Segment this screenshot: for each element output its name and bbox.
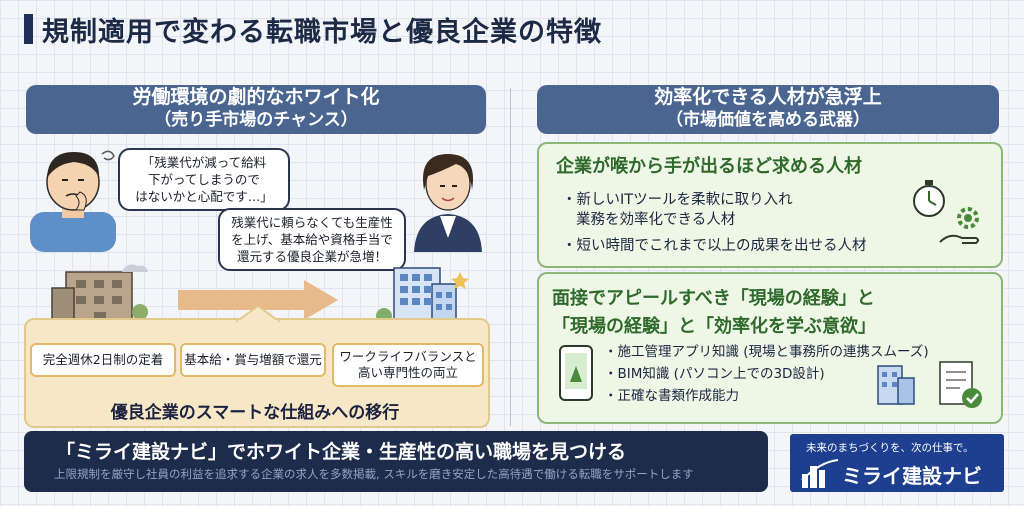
gear-hand-icon xyxy=(939,207,979,244)
interview-appeal-bullet: ・正確な書類作成能力 xyxy=(604,388,739,404)
brand-name: ミライ建設ナビ xyxy=(842,464,982,488)
advisor-woman-illustration xyxy=(414,154,482,252)
advisor-bubble-line: を上げ、基本給や資格手当で xyxy=(231,232,393,247)
sought-talent-bullet: ・新しいITツールを柔軟に取り入れ xyxy=(562,192,793,208)
interview-appeal-bullet: ・BIM知識 (パソコン上での3D設計) xyxy=(604,366,825,382)
brand-tagline: 未来のまちづくりを、次の仕事で。 xyxy=(806,442,974,454)
right-header-title: 効率化できる人材が急浮上 xyxy=(654,86,882,108)
pillar-weekends-off: 完全週休2日制の定着 xyxy=(30,343,176,377)
transition-arrow xyxy=(178,280,338,320)
left-header-title: 労働環境の劇的なホワイト化 xyxy=(132,86,380,108)
right-header-subtitle: （市場価値を高める武器） xyxy=(666,110,870,130)
page-title: 規制適用で変わる転職市場と優良企業の特徴 xyxy=(42,17,602,48)
stopwatch-icon xyxy=(913,180,945,217)
interview-appeal-panel xyxy=(537,272,1003,424)
worker-bubble-line: 「残業代が減って給料 xyxy=(141,155,267,170)
pillar-panel-pointer xyxy=(236,306,280,322)
skyline-logo-icon xyxy=(801,459,839,488)
footer-subtitle: 上限規制を厳守し社員の利益を追求する企業の求人を多数掲載, スキルを磨き安定した… xyxy=(54,467,694,481)
sought-talent-title: 企業が喉から手が出るほど求める人材 xyxy=(556,156,862,177)
sought-talent-bullet-cont: 業務を効率化できる人材 xyxy=(576,212,736,228)
advisor-speech-bubble: 残業代に頼らなくても生産性 を上げ、基本給や資格手当で 還元する優良企業が急増！ xyxy=(218,208,406,271)
pillar-work-life-balance: ワークライフバランスと 高い専門性の両立 xyxy=(332,343,484,387)
sought-talent-bullet: ・短い時間でこれまで以上の成果を出せる人材 xyxy=(562,238,867,254)
interview-appeal-bullet: ・施工管理アプリ知識 (現場と事務所の連携スムーズ) xyxy=(604,344,929,360)
left-section-header: 労働環境の劇的なホワイト化 （売り手市場のチャンス） xyxy=(26,85,486,134)
footer-banner xyxy=(24,431,768,492)
worried-worker-illustration xyxy=(30,150,116,252)
pillar-salary-increase: 基本給・賞与増額で還元 xyxy=(180,343,326,377)
left-header-subtitle: （売り手市場のチャンス） xyxy=(154,110,358,130)
document-check-icon xyxy=(939,361,982,408)
pillar-label: ワークライフバランスと xyxy=(339,349,477,364)
interview-appeal-title-2: 「現場の経験」と「効率化を学ぶ意欲」 xyxy=(552,316,876,337)
pillar-label: 基本給・賞与増額で還元 xyxy=(184,352,322,367)
worker-speech-bubble: 「残業代が減って給料 下がってしまうので はないかと心配です…」 xyxy=(118,148,290,211)
smartphone-app-icon xyxy=(559,345,593,401)
pillar-label: 完全週休2日制の定着 xyxy=(42,352,164,367)
bim-building-icon xyxy=(877,365,915,405)
interview-appeal-title: 面接でアピールすべき「現場の経験」と xyxy=(552,288,875,309)
worker-bubble-line: 下がってしまうので xyxy=(148,172,260,187)
advisor-bubble-line: 還元する優良企業が急増！ xyxy=(236,249,387,264)
title-accent-bar xyxy=(24,14,33,44)
right-section-header: 効率化できる人材が急浮上 （市場価値を高める武器） xyxy=(537,85,999,134)
pillar-label: 高い専門性の両立 xyxy=(357,365,458,380)
column-divider xyxy=(510,88,511,426)
footer-title: 「ミライ建設ナビ」でホワイト企業・生産性の高い職場を見つける xyxy=(56,441,627,463)
worker-bubble-line: はないかと心配です…」 xyxy=(135,189,273,204)
advisor-bubble-line: 残業代に頼らなくても生産性 xyxy=(231,215,393,230)
pillars-caption: 優良企業のスマートな仕組みへの移行 xyxy=(110,403,400,423)
